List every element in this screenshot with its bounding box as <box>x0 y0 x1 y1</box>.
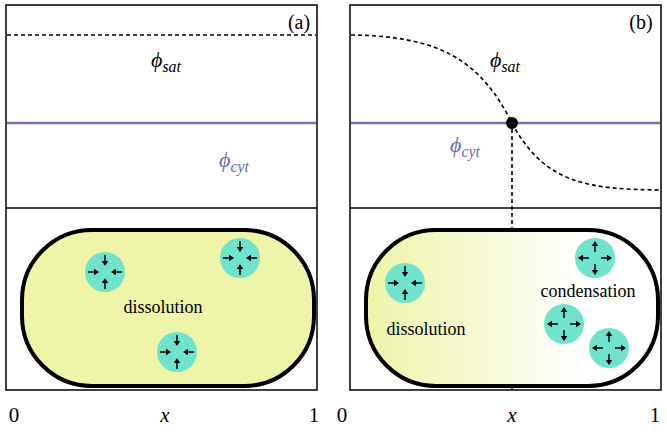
flux-arrow <box>404 266 406 272</box>
flux-arrow <box>188 351 194 353</box>
arrow-head <box>592 345 597 351</box>
flux-arrow <box>388 282 394 284</box>
flux-arrow <box>160 351 166 353</box>
panel-divider <box>6 207 317 209</box>
curve-label: ϕsat <box>151 48 181 72</box>
flux-arrow <box>176 363 178 369</box>
arrow-head <box>607 255 612 261</box>
cell-membrane <box>366 230 658 386</box>
flux-arrow <box>552 323 558 325</box>
droplet <box>85 252 125 292</box>
curve-label: ϕsat <box>490 48 520 72</box>
flux-arrow <box>404 294 406 300</box>
arrow-head <box>237 264 243 269</box>
plot-panel: (b) ϕsat ϕcyt <box>350 5 661 208</box>
flux-arrow <box>608 354 610 360</box>
flux-arrow <box>116 271 122 273</box>
panel-frame <box>6 5 317 390</box>
flux-arrow <box>104 255 106 261</box>
flux-arrow <box>594 246 596 252</box>
flux-arrow <box>223 257 229 259</box>
axis-tick: 1 <box>309 404 320 427</box>
arrow-head <box>592 270 598 275</box>
panel-letter: (a) <box>288 11 310 33</box>
panel-divider <box>350 207 661 209</box>
process-label: dissolution <box>386 320 465 340</box>
process-label: dissolution <box>123 298 202 318</box>
plot-panel: (a) ϕsat ϕcyt <box>6 5 317 208</box>
arrow-head <box>237 247 243 252</box>
flux-arrow <box>239 269 241 275</box>
arrow-head <box>394 280 399 286</box>
cell-membrane <box>22 230 314 386</box>
flux-arrow <box>104 283 106 289</box>
cytoplasm-line <box>7 122 316 125</box>
flux-arrow <box>176 335 178 341</box>
process-label: condensation <box>541 282 636 302</box>
arrow-head <box>606 360 612 365</box>
arrow-head <box>621 345 626 351</box>
axis-tick: 0 <box>9 404 20 427</box>
intersection-dot <box>506 117 518 129</box>
curve-label: ϕcyt <box>450 133 480 157</box>
axis-tick: x <box>160 404 169 427</box>
arrow-head <box>111 269 116 275</box>
cell-outline: dissolution condensation <box>364 228 660 388</box>
arrow-head <box>102 261 108 266</box>
flux-arrow <box>601 257 607 259</box>
arrow-head <box>166 349 171 355</box>
flux-arrow <box>597 347 603 349</box>
arrow-head <box>547 321 552 327</box>
arrow-head <box>174 341 180 346</box>
flux-arrow <box>239 241 241 247</box>
flux-arrow <box>570 323 576 325</box>
flux-arrow <box>563 330 565 336</box>
panel-letter: (b) <box>629 11 652 33</box>
arrow-head <box>606 331 612 336</box>
flux-arrow <box>608 336 610 342</box>
droplet <box>385 263 425 303</box>
droplet <box>157 332 197 372</box>
arrow-head <box>174 358 180 363</box>
arrow-head <box>578 255 583 261</box>
droplet <box>544 304 584 344</box>
arrow-head <box>229 255 234 261</box>
arrow-head <box>402 272 408 277</box>
flux-arrow <box>615 347 621 349</box>
arrow-head <box>246 255 251 261</box>
cytoplasm-line <box>351 122 660 125</box>
axis-tick: 1 <box>650 404 661 427</box>
arrow-head <box>183 349 188 355</box>
flux-arrow <box>416 282 422 284</box>
cell-outline: dissolution <box>20 228 316 388</box>
arrow-head <box>561 336 567 341</box>
panel-frame <box>350 5 661 390</box>
droplet <box>575 238 615 278</box>
arrow-head <box>576 321 581 327</box>
droplet <box>220 238 260 278</box>
saturation-line <box>7 34 316 36</box>
arrow-head <box>592 241 598 246</box>
arrow-head <box>102 278 108 283</box>
curve-label: ϕcyt <box>219 148 249 172</box>
arrow-head <box>561 307 567 312</box>
droplet <box>589 328 629 368</box>
flux-arrow <box>594 264 596 270</box>
axis-tick: 0 <box>337 404 348 427</box>
axis-tick: x <box>507 404 516 427</box>
flux-arrow <box>563 312 565 318</box>
flux-arrow <box>88 271 94 273</box>
arrow-head <box>402 289 408 294</box>
cell-shape <box>364 228 660 388</box>
arrow-head <box>411 280 416 286</box>
flux-arrow <box>251 257 257 259</box>
flux-arrow <box>583 257 589 259</box>
arrow-head <box>94 269 99 275</box>
saturation-curve <box>351 35 660 190</box>
